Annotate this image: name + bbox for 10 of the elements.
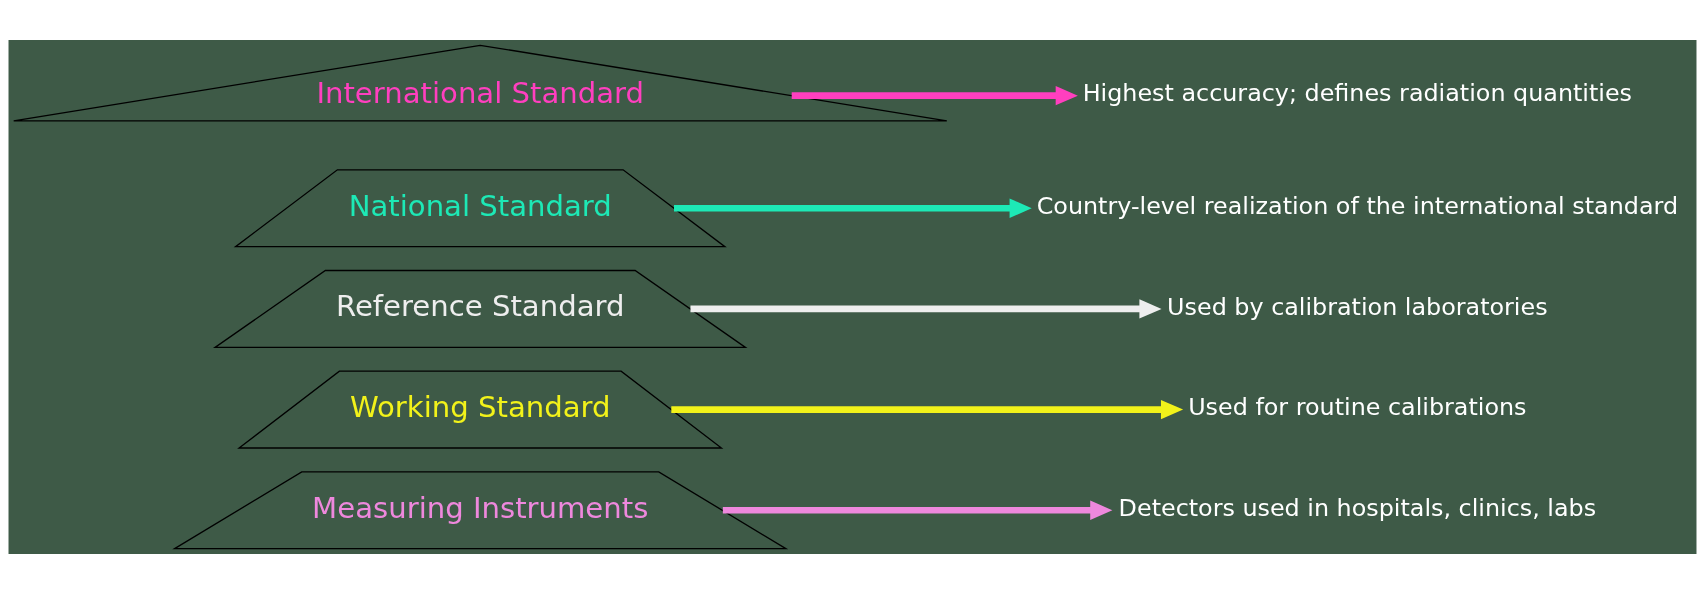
node-text: Country-level realization of the international standard <box>1036 191 1679 220</box>
arrow <box>791 85 1078 105</box>
arrow <box>722 500 1113 520</box>
node-text: Highest accuracy; defines radiation quantities <box>1082 78 1633 107</box>
node-text: Used by calibration laboratories <box>1167 292 1548 321</box>
arrow <box>671 399 1184 419</box>
arrow <box>690 298 1162 319</box>
node-text: Used for routine calibrations <box>1188 392 1527 421</box>
arrow <box>674 198 1032 218</box>
node-text: Detectors used in hospitals, clinics, labs <box>1118 493 1597 522</box>
